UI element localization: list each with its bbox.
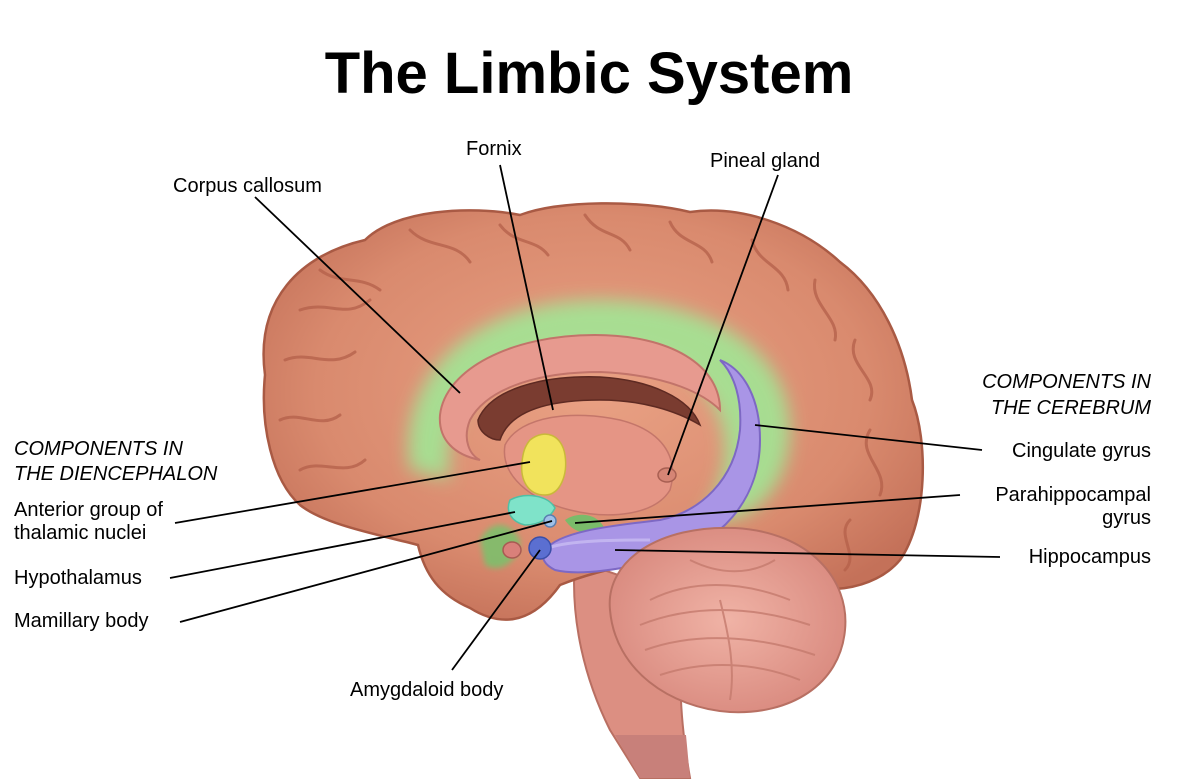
amygdala-shape xyxy=(528,536,552,560)
spinal-cord xyxy=(615,735,690,778)
label-amygdaloid-body: Amygdaloid body xyxy=(350,679,504,701)
label-parahippocampal-line1: Parahippocampal xyxy=(995,484,1151,506)
cerebral-cortex xyxy=(262,202,925,621)
cerebellum xyxy=(608,526,847,714)
label-fornix: Fornix xyxy=(466,138,522,160)
label-corpus-callosum: Corpus callosum xyxy=(173,175,322,197)
hippocampus-shape xyxy=(542,359,762,574)
label-hippocampus: Hippocampus xyxy=(1028,546,1151,568)
label-mamillary-body: Mamillary body xyxy=(14,610,149,632)
cerebellum-folia xyxy=(639,559,816,701)
anterior-thalamic-nuclei xyxy=(520,433,567,496)
gyri-folds xyxy=(278,213,884,572)
section-diencephalon-line2: THE DIENCEPHALON xyxy=(14,463,218,485)
leader-lines xyxy=(169,164,1001,671)
label-pineal-gland: Pineal gland xyxy=(710,150,821,172)
page-title: The Limbic System xyxy=(324,41,854,106)
label-cingulate-gyrus: Cingulate gyrus xyxy=(1012,440,1151,462)
section-cerebrum-line2: THE CEREBRUM xyxy=(990,397,1151,419)
pineal-gland-shape xyxy=(657,467,677,483)
fornix-arc xyxy=(477,376,702,441)
label-hypothalamus: Hypothalamus xyxy=(14,567,142,589)
corpus-callosum xyxy=(438,333,722,461)
section-diencephalon-line1: COMPONENTS IN xyxy=(14,438,183,460)
label-parahippocampal-line2: gyrus xyxy=(1102,507,1151,529)
section-cerebrum-line1: COMPONENTS IN xyxy=(982,371,1151,393)
label-anterior-group-line1: Anterior group of xyxy=(14,499,163,521)
label-anterior-group-line2: thalamic nuclei xyxy=(14,522,147,544)
